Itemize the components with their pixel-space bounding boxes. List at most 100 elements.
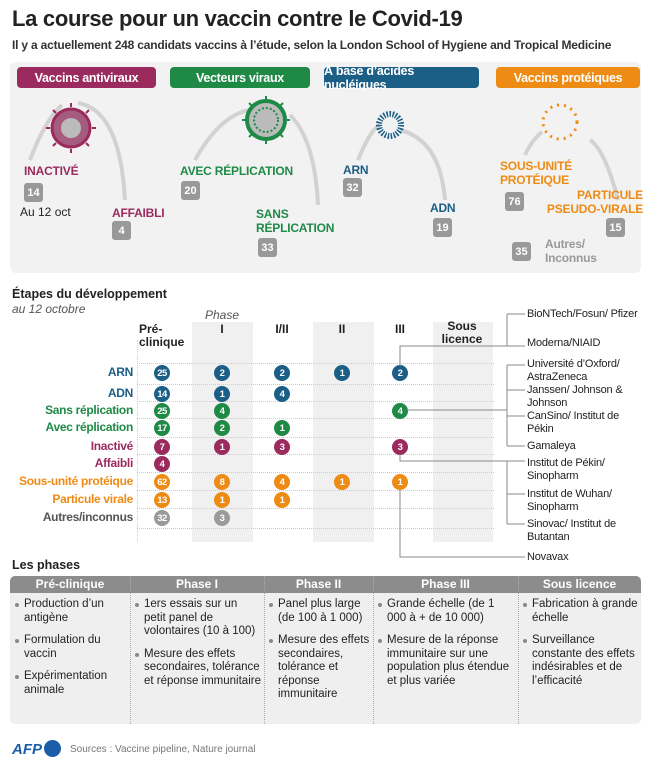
phase-column: 1ers essais sur un petit panel de volont… (135, 598, 261, 697)
arc (77, 101, 127, 201)
date-note: Au 12 oct (20, 205, 71, 219)
arc (523, 130, 544, 156)
nucleic-acid-icon (376, 111, 404, 139)
company-name: Institut de Wuhan/ Sinopharm (527, 488, 612, 513)
company-name: BioNTech/Fosun/ Pfizer (527, 308, 638, 320)
phase-header: Phase III (421, 577, 470, 591)
type-label: PARTICULE PSEUDO-VIRALE (546, 188, 643, 216)
gridline (137, 472, 494, 473)
sources: Sources : Vaccine pipeline, Nature journ… (70, 744, 256, 755)
phase-item: Formulation du vaccin (15, 634, 127, 661)
category-nucleic: À base d’acides nucléiques (324, 64, 479, 92)
dev-subtitle: au 12 octobre (12, 302, 86, 316)
afp-logo: AFP (12, 741, 42, 758)
type-count: 14 (24, 183, 43, 202)
divider (264, 576, 265, 724)
row-label: Sans réplication (45, 403, 133, 417)
type-label: SOUS-UNITÉ PROTÉIQUE (500, 159, 573, 187)
phase-header: Sous licence (542, 577, 617, 591)
type-label: INACTIVÉ (24, 164, 79, 178)
count-badge: 4 (214, 403, 230, 419)
row-label: Avec réplication (45, 420, 134, 434)
count-badge: 2 (274, 365, 290, 381)
virus-inactivated-icon (46, 103, 96, 153)
company-name: Moderna/NIAID (527, 337, 601, 349)
company-name: Janssen/ Johnson & Johnson (527, 384, 623, 409)
phase-item: Mesure des effets secondaires, tolérance… (269, 634, 370, 702)
count-badge: 25 (154, 403, 170, 419)
company-name: Sinovac/ Institut de Butantan (527, 518, 616, 543)
row-label: ADN (107, 386, 133, 400)
phase-column: Panel plus large (de 100 à 1 000)Mesure … (269, 598, 370, 711)
phase-item: Surveillance constante des effets indési… (523, 634, 638, 688)
count-badge: 3 (274, 439, 290, 455)
type-count: 76 (505, 192, 524, 211)
row-label: Inactivé (90, 439, 134, 453)
category-viral-vectors: Vecteurs viraux (170, 67, 310, 88)
count-badge: 13 (154, 492, 170, 508)
count-badge: 17 (154, 420, 170, 436)
row-label: Autres/inconnus (42, 510, 133, 524)
phase-item: Grande échelle (de 1 000 à + de 10 000) (378, 598, 515, 625)
count-badge: 1 (214, 492, 230, 508)
count-badge: 62 (154, 474, 170, 490)
phase-item: Mesure de la réponse immunitaire sur une… (378, 634, 515, 688)
count-badge: 7 (154, 439, 170, 455)
company-name: Novavax (527, 551, 569, 563)
type-label: AFFAIBLI (112, 206, 165, 220)
gridline (137, 418, 494, 419)
count-badge: 1 (274, 492, 290, 508)
gridline (137, 454, 494, 455)
column-header: Pré-clinique (139, 322, 185, 349)
column-header: I (220, 322, 224, 336)
count-badge: 32 (154, 510, 170, 526)
gridline (137, 401, 494, 402)
type-count: 20 (181, 181, 200, 200)
row-label: Particule virale (52, 492, 133, 506)
category-antiviral: Vaccins antiviraux (17, 67, 156, 88)
count-badge: 2 (214, 420, 230, 436)
arc (288, 113, 320, 206)
row-label: Affaibli (94, 456, 134, 470)
count-badge: 2 (214, 365, 230, 381)
divider (137, 340, 138, 542)
type-label: AVEC RÉPLICATION (180, 164, 294, 178)
divider (518, 576, 519, 724)
column-shade (433, 322, 493, 542)
count-badge: 1 (392, 474, 408, 490)
arc (193, 108, 251, 161)
count-badge: 14 (154, 386, 170, 402)
column-header: Sous licence (441, 319, 483, 346)
column-shade (313, 322, 374, 542)
company-name: CanSino/ Institut de Pékin (527, 410, 620, 435)
arc (28, 103, 64, 161)
gridline (137, 363, 494, 364)
divider (130, 576, 131, 724)
gridline (137, 490, 494, 491)
row-label: ARN (107, 365, 133, 379)
gridline (137, 437, 494, 438)
count-badge: 1 (274, 420, 290, 436)
phases-title: Les phases (12, 558, 81, 572)
phase-item: Expérimentation animale (15, 670, 127, 697)
phase-item: Fabrication à grande échelle (523, 598, 638, 625)
count-badge: 1 (214, 439, 230, 455)
count-badge: 1 (214, 386, 230, 402)
phase-item: 1ers essais sur un petit panel de volont… (135, 598, 261, 639)
afp-logo-dot (44, 740, 61, 757)
type-label: ADN (430, 201, 456, 215)
type-label: Autres/ Inconnus (545, 237, 597, 265)
gridline (137, 508, 494, 509)
type-count: 4 (112, 221, 131, 240)
type-label: SANS RÉPLICATION (256, 207, 335, 235)
count-badge: 8 (214, 474, 230, 490)
company-name: Gamaleya (527, 440, 576, 452)
count-badge: 2 (392, 365, 408, 381)
type-count: 33 (258, 238, 277, 257)
row-label: Sous-unité protéique (18, 474, 133, 488)
phase-label: Phase (205, 308, 240, 322)
